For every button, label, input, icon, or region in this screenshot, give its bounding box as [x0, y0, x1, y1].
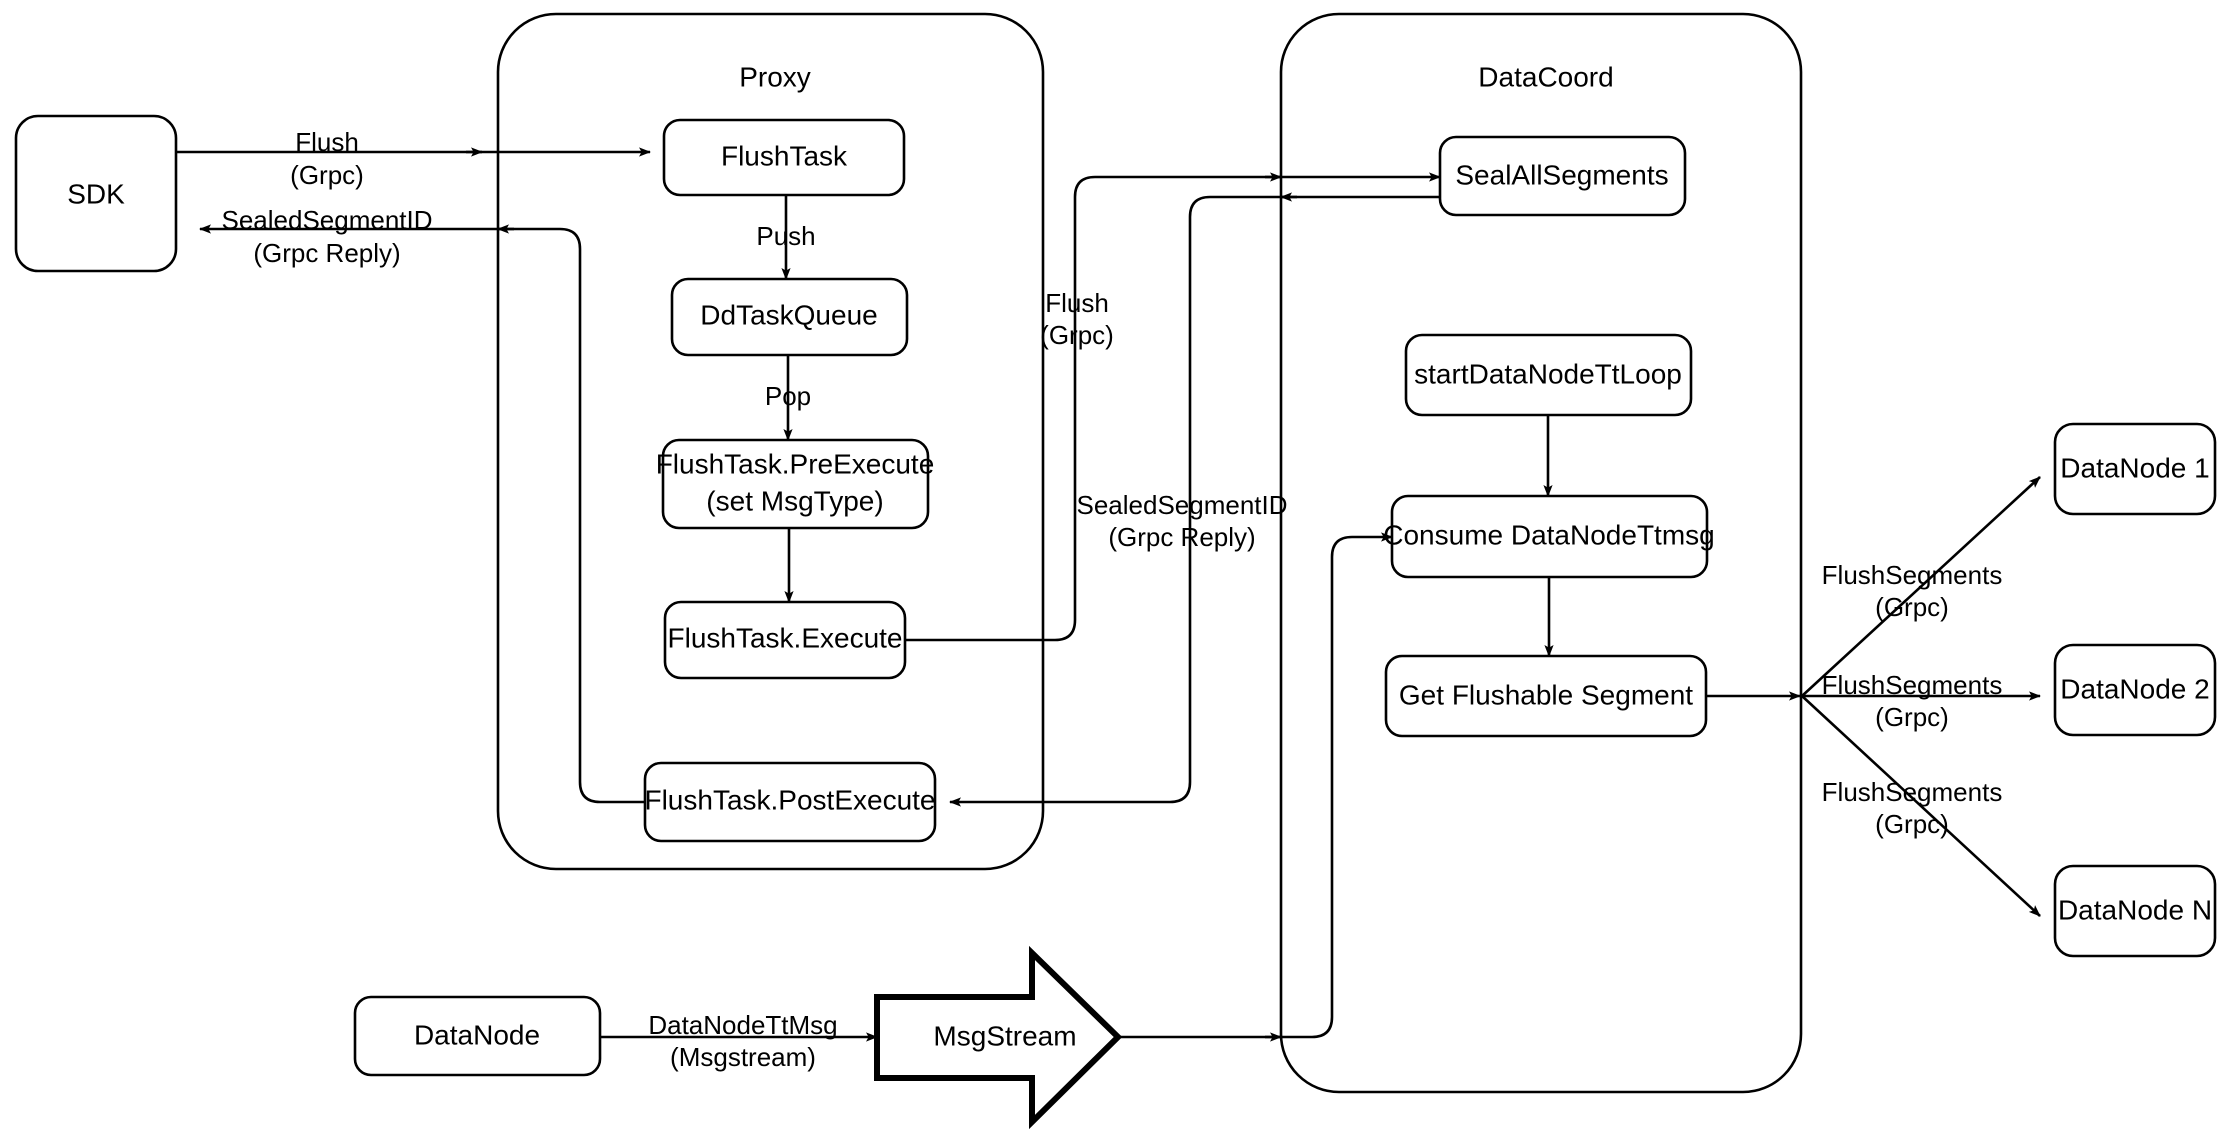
- node-msgstream[interactable]: [874, 945, 1123, 1130]
- node-ddtaskqueue-label: DdTaskQueue: [700, 299, 877, 330]
- edge-label-flush-grpc-line2: (Grpc): [290, 160, 364, 190]
- node-get-flushable-segment-label: Get Flushable Segment: [1399, 679, 1693, 710]
- node-flushtask-label: FlushTask: [721, 140, 848, 171]
- node-datanode-2-label: DataNode 2: [2060, 673, 2209, 704]
- node-startdatanodettloop-label: startDataNodeTtLoop: [1414, 358, 1682, 389]
- edge-label-pop: Pop: [765, 381, 811, 411]
- node-sealallsegments-label: SealAllSegments: [1455, 159, 1668, 190]
- node-flushtask-execute-label: FlushTask.Execute: [668, 622, 903, 653]
- edge-label-sealed-reply-line1: SealedSegmentID: [221, 205, 432, 235]
- node-flushtask-preexecute-label-line2: (set MsgType): [706, 485, 883, 516]
- node-datanode-2[interactable]: [2053, 643, 2217, 737]
- node-flushtask-postexecute-label: FlushTask.PostExecute: [644, 784, 935, 815]
- edge-execute-to-sealallsegments: [905, 172, 1441, 642]
- group-datacoord-label: DataCoord: [1478, 61, 1613, 92]
- edge-hub-to-datanode-1: [1801, 476, 2041, 697]
- edge-hub-to-datanode-n: [1801, 695, 2041, 917]
- node-datanode-1-label: DataNode 1: [2060, 452, 2209, 483]
- edge-label-flushsegmentsn-line1: FlushSegments: [1822, 777, 2003, 807]
- node-consume-datanodettmsg-label: Consume DataNodeTtmsg: [1383, 519, 1714, 550]
- node-sdk-label: SDK: [67, 178, 125, 209]
- group-datacoord-container: [1279, 12, 1803, 1094]
- edge-label-datanodettmsg-line2: (Msgstream): [670, 1042, 816, 1072]
- edge-label-push: Push: [756, 221, 815, 251]
- edge-label-flush-grpc-line1: Flush: [295, 127, 359, 157]
- edge-postexecute-to-sdk: [199, 224, 645, 804]
- edge-label-sealed-mid-line1: SealedSegmentID: [1076, 490, 1287, 520]
- edge-label-sealed-mid-line2: (Grpc Reply): [1108, 522, 1255, 552]
- edge-label-flushsegments1-line1: FlushSegments: [1822, 560, 2003, 590]
- edge-sealallsegments-to-postexecute: [949, 195, 1440, 807]
- edge-label-flushsegments2-line2: (Grpc): [1875, 702, 1949, 732]
- edge-label-sealed-reply-line2: (Grpc Reply): [253, 238, 400, 268]
- group-proxy-label: Proxy: [739, 61, 811, 92]
- edge-label-flushsegments1-line2: (Grpc): [1875, 592, 1949, 622]
- node-datanode-label: DataNode: [414, 1019, 540, 1050]
- node-sdk[interactable]: [14, 114, 178, 273]
- node-flushtask[interactable]: [662, 118, 906, 197]
- edge-label-flush-mid-line1: Flush: [1045, 288, 1109, 318]
- edge-label-flushsegments2-line1: FlushSegments: [1822, 670, 2003, 700]
- edge-msgstream-to-consume: [1118, 532, 1393, 1039]
- node-flushtask-preexecute-label-line1: FlushTask.PreExecute: [656, 448, 935, 479]
- edge-label-datanodettmsg-line1: DataNodeTtMsg: [648, 1010, 837, 1040]
- node-datanode-n[interactable]: [2053, 864, 2217, 958]
- node-datanode-1[interactable]: [2053, 422, 2217, 516]
- node-datanode-n-label: DataNode N: [2058, 894, 2212, 925]
- edge-label-flush-mid-line2: (Grpc): [1040, 320, 1114, 350]
- node-msgstream-label: MsgStream: [933, 1020, 1076, 1051]
- node-flushtask-preexecute[interactable]: [661, 438, 930, 530]
- edge-label-flushsegmentsn-line2: (Grpc): [1875, 809, 1949, 839]
- group-proxy-container: [496, 12, 1045, 871]
